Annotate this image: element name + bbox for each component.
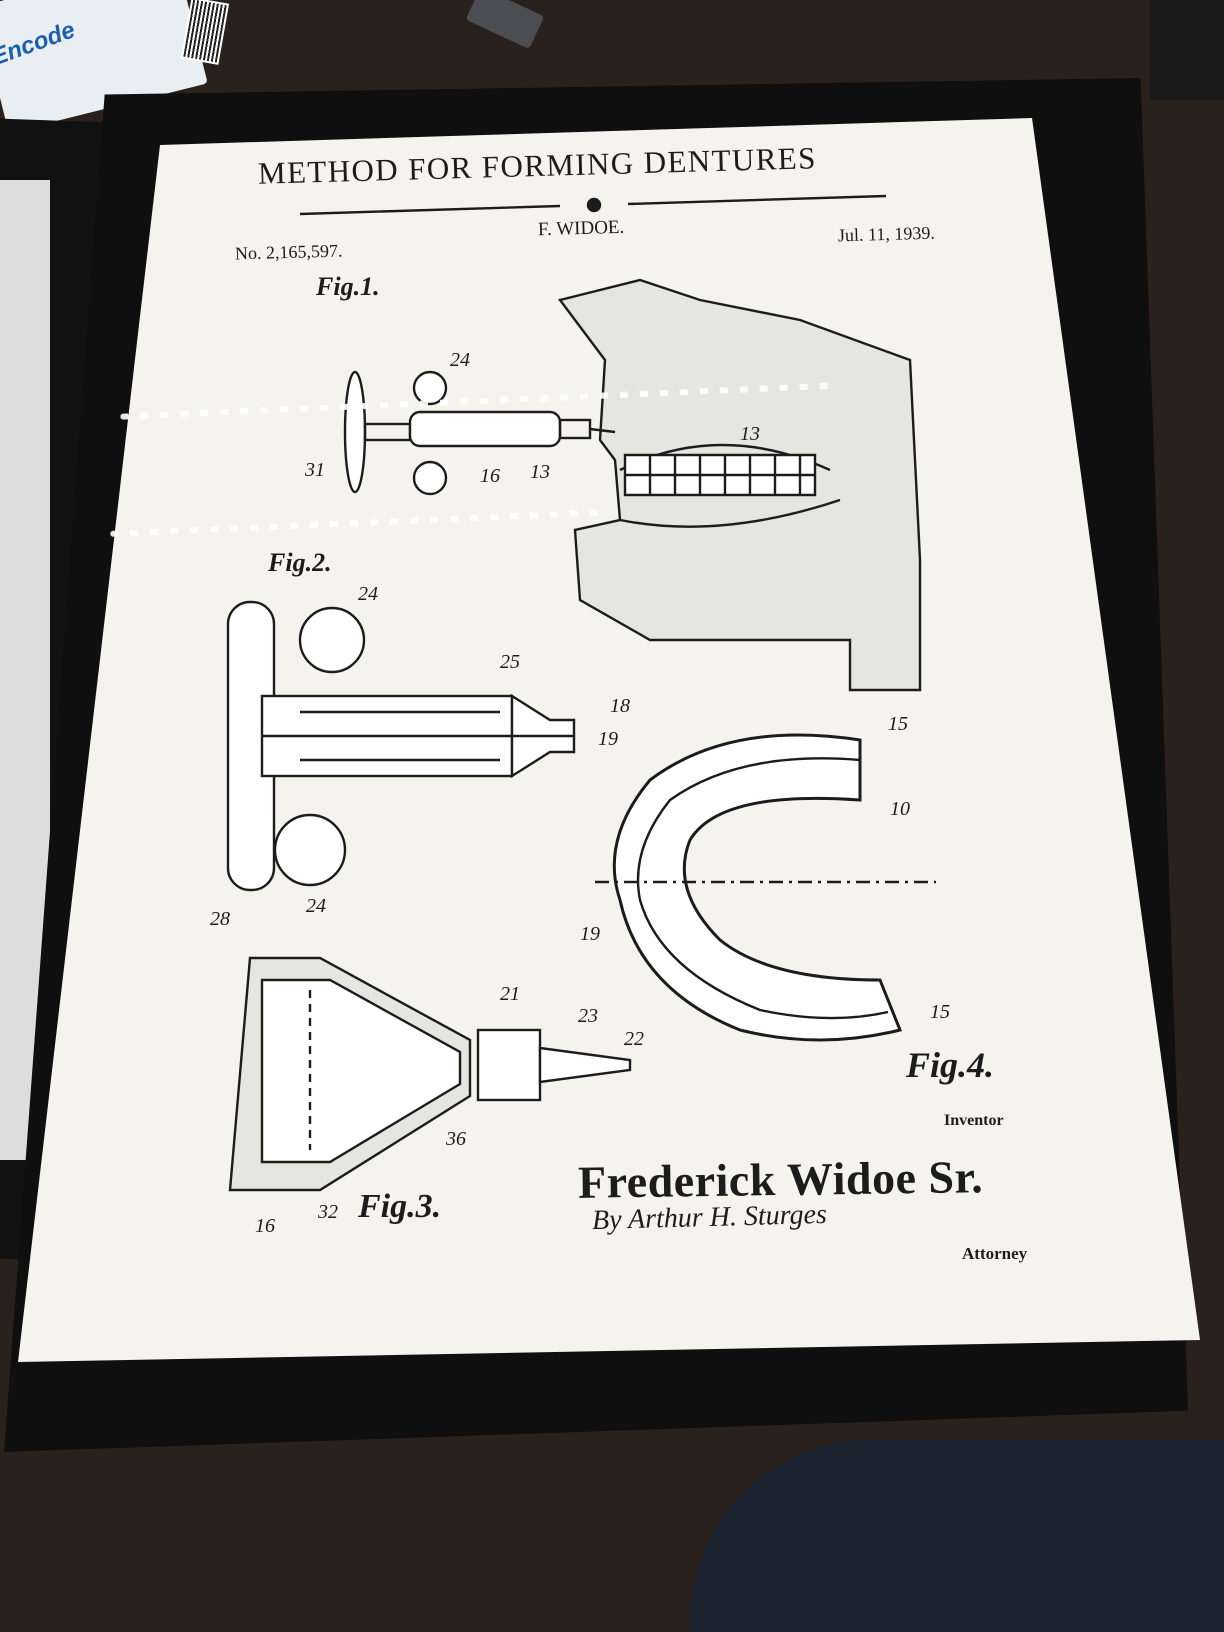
- ref-13b: 13: [740, 423, 760, 445]
- ref-16b: 16: [255, 1215, 275, 1237]
- ref-19: 19: [598, 728, 618, 750]
- ref-15: 15: [888, 713, 908, 735]
- ref-24: 24: [450, 349, 470, 371]
- ref-31: 31: [304, 459, 325, 481]
- fig-1-label: Fig.1.: [316, 272, 380, 301]
- ref-36: 36: [445, 1128, 466, 1150]
- ref-10: 10: [890, 798, 910, 820]
- fig3-nozzle-section: [228, 956, 632, 1192]
- title-ornament: [586, 197, 602, 213]
- device-corner: [1150, 0, 1224, 100]
- fig2-syringe-section: [226, 600, 576, 892]
- ref-15b: 15: [930, 1001, 950, 1023]
- ref-24c: 24: [306, 895, 326, 917]
- fig1-face-section: [557, 278, 922, 692]
- ref-22: 22: [624, 1028, 644, 1050]
- ref-13: 13: [530, 461, 550, 483]
- ref-25: 25: [500, 651, 520, 673]
- ref-32: 32: [317, 1201, 338, 1223]
- ref-23: 23: [578, 1005, 598, 1027]
- ref-19b: 19: [580, 923, 600, 945]
- title-rule-left: [299, 204, 561, 216]
- attorney-label: Attorney: [962, 1244, 1028, 1263]
- fig4-denture-tray: [595, 733, 936, 1042]
- fig1-syringe: [343, 370, 616, 496]
- title-rule-right: [627, 194, 887, 206]
- ref-28: 28: [210, 908, 230, 930]
- ref-24b: 24: [358, 583, 378, 605]
- fig-2-label: Fig.2.: [268, 548, 332, 577]
- fig-3-label: Fig.3.: [358, 1188, 442, 1225]
- fig-4-label: Fig.4.: [906, 1045, 995, 1085]
- ref-16: 16: [480, 465, 500, 487]
- knee-in-foreground: [690, 1440, 1224, 1632]
- attorney-signature: By Arthur H. Sturges: [591, 1198, 828, 1237]
- ref-18: 18: [610, 695, 630, 717]
- ref-21: 21: [500, 983, 520, 1005]
- inventor-label: Inventor: [944, 1112, 1004, 1129]
